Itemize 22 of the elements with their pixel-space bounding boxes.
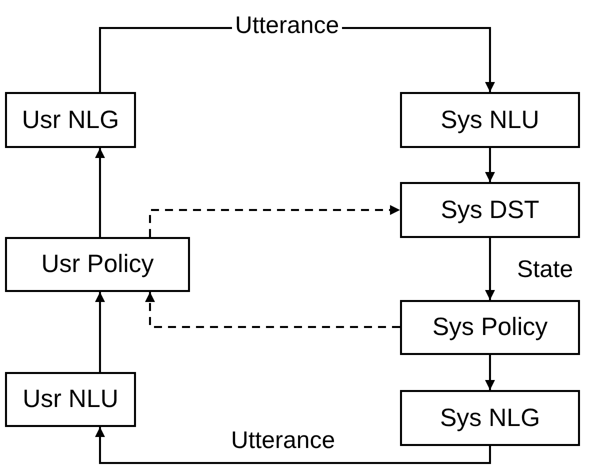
- node-label: Sys DST: [440, 196, 540, 224]
- process-box: [5, 372, 136, 427]
- process-box: [400, 390, 580, 446]
- arrow: [95, 427, 491, 464]
- node-label: Usr NLU: [22, 385, 118, 414]
- arrow: [95, 292, 105, 372]
- arrow: [485, 148, 495, 182]
- arrow: [95, 148, 105, 237]
- process-box: [5, 237, 190, 292]
- process-box: [5, 92, 136, 148]
- node-label: Sys NLU: [440, 106, 540, 134]
- process-box: [400, 300, 580, 355]
- process-box: [400, 182, 580, 238]
- arrow: [485, 355, 495, 390]
- arrow: [485, 238, 495, 300]
- arrow: [145, 292, 400, 328]
- node-label: Usr Policy: [41, 250, 154, 279]
- node-label: Sys NLG: [440, 404, 540, 432]
- process-box: [400, 92, 580, 148]
- node-label: Usr NLG: [22, 106, 120, 134]
- node-label: Sys Policy: [432, 313, 548, 342]
- arrow: [149, 205, 400, 237]
